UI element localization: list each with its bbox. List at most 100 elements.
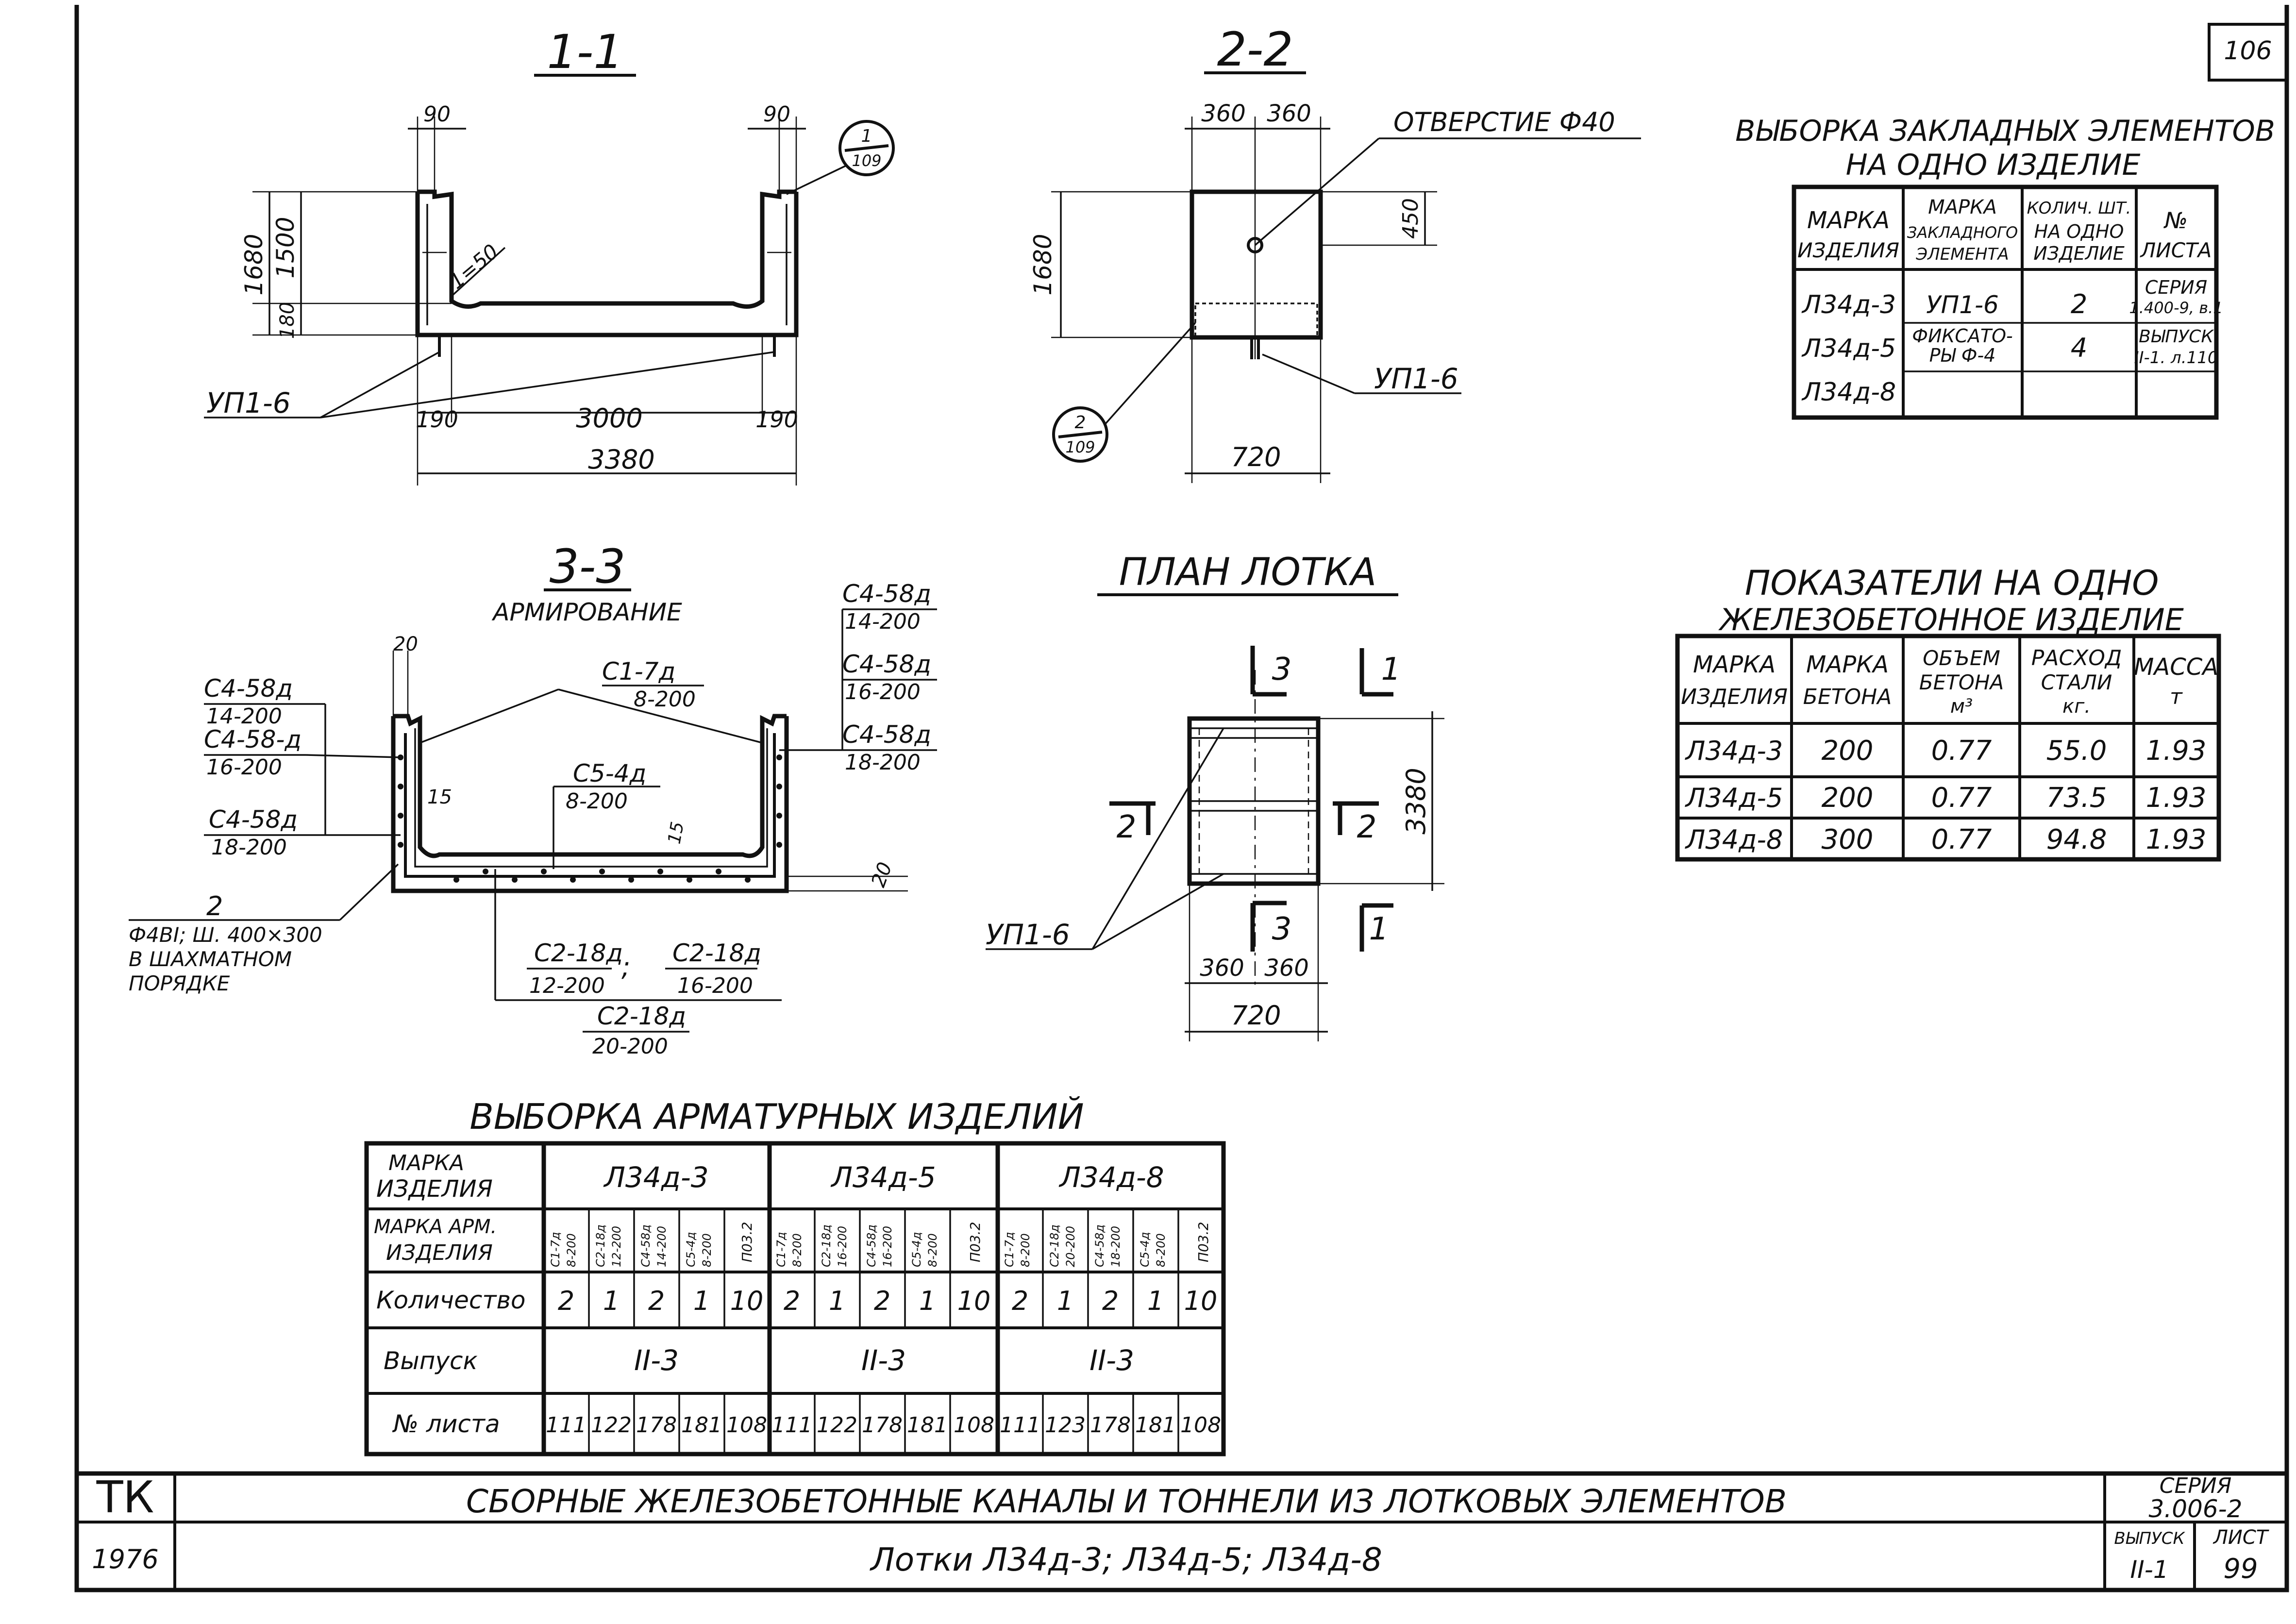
rb-p1-item1-a: С1-7д	[549, 1232, 562, 1267]
s22-label-up16: УП1-6	[1374, 362, 1458, 395]
s22-callout-num: 2	[1075, 413, 1086, 433]
rb-p2-qty1: 2	[784, 1286, 800, 1316]
plan-title: ПЛАН ЛОТКА	[1119, 551, 1377, 594]
rb-label-sheet: № листа	[392, 1410, 500, 1438]
rb-p3-issue: II-3	[1089, 1344, 1134, 1377]
rb-p3-qty2: 1	[1057, 1286, 1073, 1316]
rb-p2-qty3: 2	[874, 1286, 890, 1316]
s22-dim-360-left: 360	[1201, 100, 1246, 127]
ind-h4-l1: РАСХОД	[2031, 646, 2122, 670]
ind-r2-volume: 0.77	[1931, 782, 1992, 814]
rb-label-arm-l1: МАРКА АРМ.	[374, 1216, 497, 1238]
rb-p1-sheet4: 181	[681, 1413, 722, 1438]
title-block-issue-label: ВЫПУСК	[2114, 1529, 2185, 1548]
emb-row2-element-l2: РЫ Ф-4	[1929, 345, 1996, 366]
s33-c2c-bot: 20-200	[592, 1034, 668, 1059]
rb-p1-qty4: 1	[693, 1286, 710, 1316]
ind-h1-l1: МАРКА	[1693, 651, 1776, 678]
ind-r3-mark: Л34д-8	[1685, 824, 1783, 855]
emb-h3-l3: ИЗДЕЛИЕ	[2033, 243, 2125, 264]
s33-c2b-bot: 16-200	[677, 973, 753, 998]
embedded-title-2: НА ОДНО ИЗДЕЛИЕ	[1846, 148, 2141, 182]
rb-p1-qty5: 10	[730, 1286, 764, 1316]
plan-cut-1-bottom: 1	[1369, 911, 1389, 947]
rb-p1-mark: Л34д-3	[603, 1161, 708, 1194]
emb-row1-element: УП1-6	[1926, 291, 1999, 319]
s33-left-mark-3-bot: 18-200	[211, 835, 287, 860]
emb-row1-sheet-l1: СЕРИЯ	[2145, 277, 2207, 298]
s33-c2a-bot: 12-200	[529, 973, 605, 998]
rb-p3-item1-a: С1-7д	[1003, 1232, 1016, 1267]
rb-p1-item2-b: 12-200	[610, 1226, 623, 1267]
rb-p2-sheet5: 108	[954, 1413, 994, 1438]
ind-r2-mass: 1.93	[2146, 782, 2207, 814]
s33-left-mark-1-bot: 14-200	[206, 704, 282, 729]
emb-row1-sheet-l2: 1.400-9, в.1	[2129, 299, 2223, 317]
indicators-table-grid	[1675, 634, 2221, 862]
rebar-title: ВЫБОРКА АРМАТУРНЫХ ИЗДЕЛИЙ	[469, 1096, 1084, 1137]
rb-p3-sheet4: 181	[1135, 1413, 1176, 1438]
s22-hole-label: ОТВЕРСТИЕ Ф40	[1393, 107, 1615, 137]
s22-callout-sheet: 109	[1065, 438, 1095, 456]
ind-h3-l1: ОБЪЕМ	[1923, 646, 2000, 670]
emb-h3-l1: КОЛИЧ. ШТ.	[2027, 199, 2131, 218]
ind-h1-l2: ИЗДЕЛИЯ	[1681, 685, 1788, 709]
section-2-2: 2-2	[1051, 22, 1641, 483]
rb-p2-qty2: 1	[829, 1286, 845, 1316]
s11-callout-sheet: 109	[852, 151, 881, 170]
title-block-year: 1976	[92, 1544, 158, 1574]
s33-mesh-number: 2	[206, 891, 223, 921]
section-3-3	[129, 588, 937, 1001]
rb-p3-qty1: 2	[1012, 1286, 1028, 1316]
corner-sheet-number: 106	[2224, 36, 2272, 66]
ind-h2-l2: БЕТОНА	[1803, 685, 1892, 709]
title-block-sheet-label: ЛИСТ	[2212, 1526, 2270, 1549]
s33-dim-20-top: 20	[393, 633, 418, 655]
rb-p1-issue: II-3	[634, 1344, 679, 1377]
rb-p1-sheet1: 111	[546, 1413, 587, 1438]
s33-right-mark-2-bot: 16-200	[845, 680, 921, 704]
rb-p1-sheet3: 178	[636, 1413, 677, 1438]
ind-r1-mass: 1.93	[2146, 735, 2207, 767]
rb-p3-item3-b: 18-200	[1109, 1226, 1123, 1267]
s11-dim-3380: 3380	[588, 444, 654, 475]
section-3-3-title: 3-3	[550, 539, 626, 594]
rb-p3-sheet2: 123	[1045, 1413, 1086, 1438]
emb-h4-l2: ЛИСТА	[2140, 238, 2212, 262]
rb-p2-item3-b: 16-200	[881, 1226, 894, 1267]
plan-dim-720: 720	[1231, 1000, 1281, 1031]
ind-r3-mass: 1.93	[2146, 824, 2207, 855]
ind-h4-l3: кг.	[2062, 695, 2091, 718]
rb-p1-item2-a: С2-18д	[594, 1224, 607, 1267]
rb-p1-qty3: 2	[648, 1286, 665, 1316]
s11-label-up16: УП1-6	[206, 386, 291, 419]
s11-dim-1500: 1500	[271, 217, 300, 278]
rb-p3-sheet3: 178	[1090, 1413, 1131, 1438]
section-1-1: 1-1	[204, 25, 895, 486]
rb-p2-qty5: 10	[957, 1286, 991, 1316]
rb-p2-sheet1: 111	[771, 1413, 812, 1438]
rb-p1-sheet5: 108	[726, 1413, 767, 1438]
plan-cut-1-top: 1	[1381, 652, 1401, 687]
plan-dim-360-left: 360	[1200, 954, 1244, 982]
rb-p2-sheet4: 181	[907, 1413, 948, 1438]
rb-p2-item1-a: С1-7д	[774, 1232, 788, 1267]
s33-dim-15-bottom: 15	[664, 820, 687, 845]
plan-view	[986, 593, 1444, 1041]
title-block-series-label: СЕРИЯ	[2160, 1473, 2232, 1498]
title-block-series: 3.006-2	[2149, 1495, 2243, 1523]
rb-label-arm-l2: ИЗДЕЛИЯ	[386, 1240, 493, 1265]
s33-mesh-line1: Ф4ВI; Ш. 400×300	[129, 923, 322, 947]
plan-cut-2-right: 2	[1357, 809, 1377, 845]
rb-p2-item1-b: 8-200	[790, 1233, 804, 1267]
s11-dim-90-right: 90	[763, 102, 790, 127]
rb-p1-item3-a: С4-58д	[639, 1224, 653, 1267]
s11-dim-190-left: 190	[416, 406, 458, 433]
ind-r1-concrete: 200	[1822, 735, 1874, 767]
rb-p1-sheet2: 122	[591, 1413, 632, 1438]
embedded-table-grid	[1792, 184, 2219, 420]
ind-r2-concrete: 200	[1822, 782, 1874, 814]
indicators-title-1: ПОКАЗАТЕЛИ НА ОДНО	[1745, 563, 2159, 603]
title-block-grid	[74, 1471, 2289, 1592]
section-1-1-title: 1-1	[547, 25, 623, 79]
